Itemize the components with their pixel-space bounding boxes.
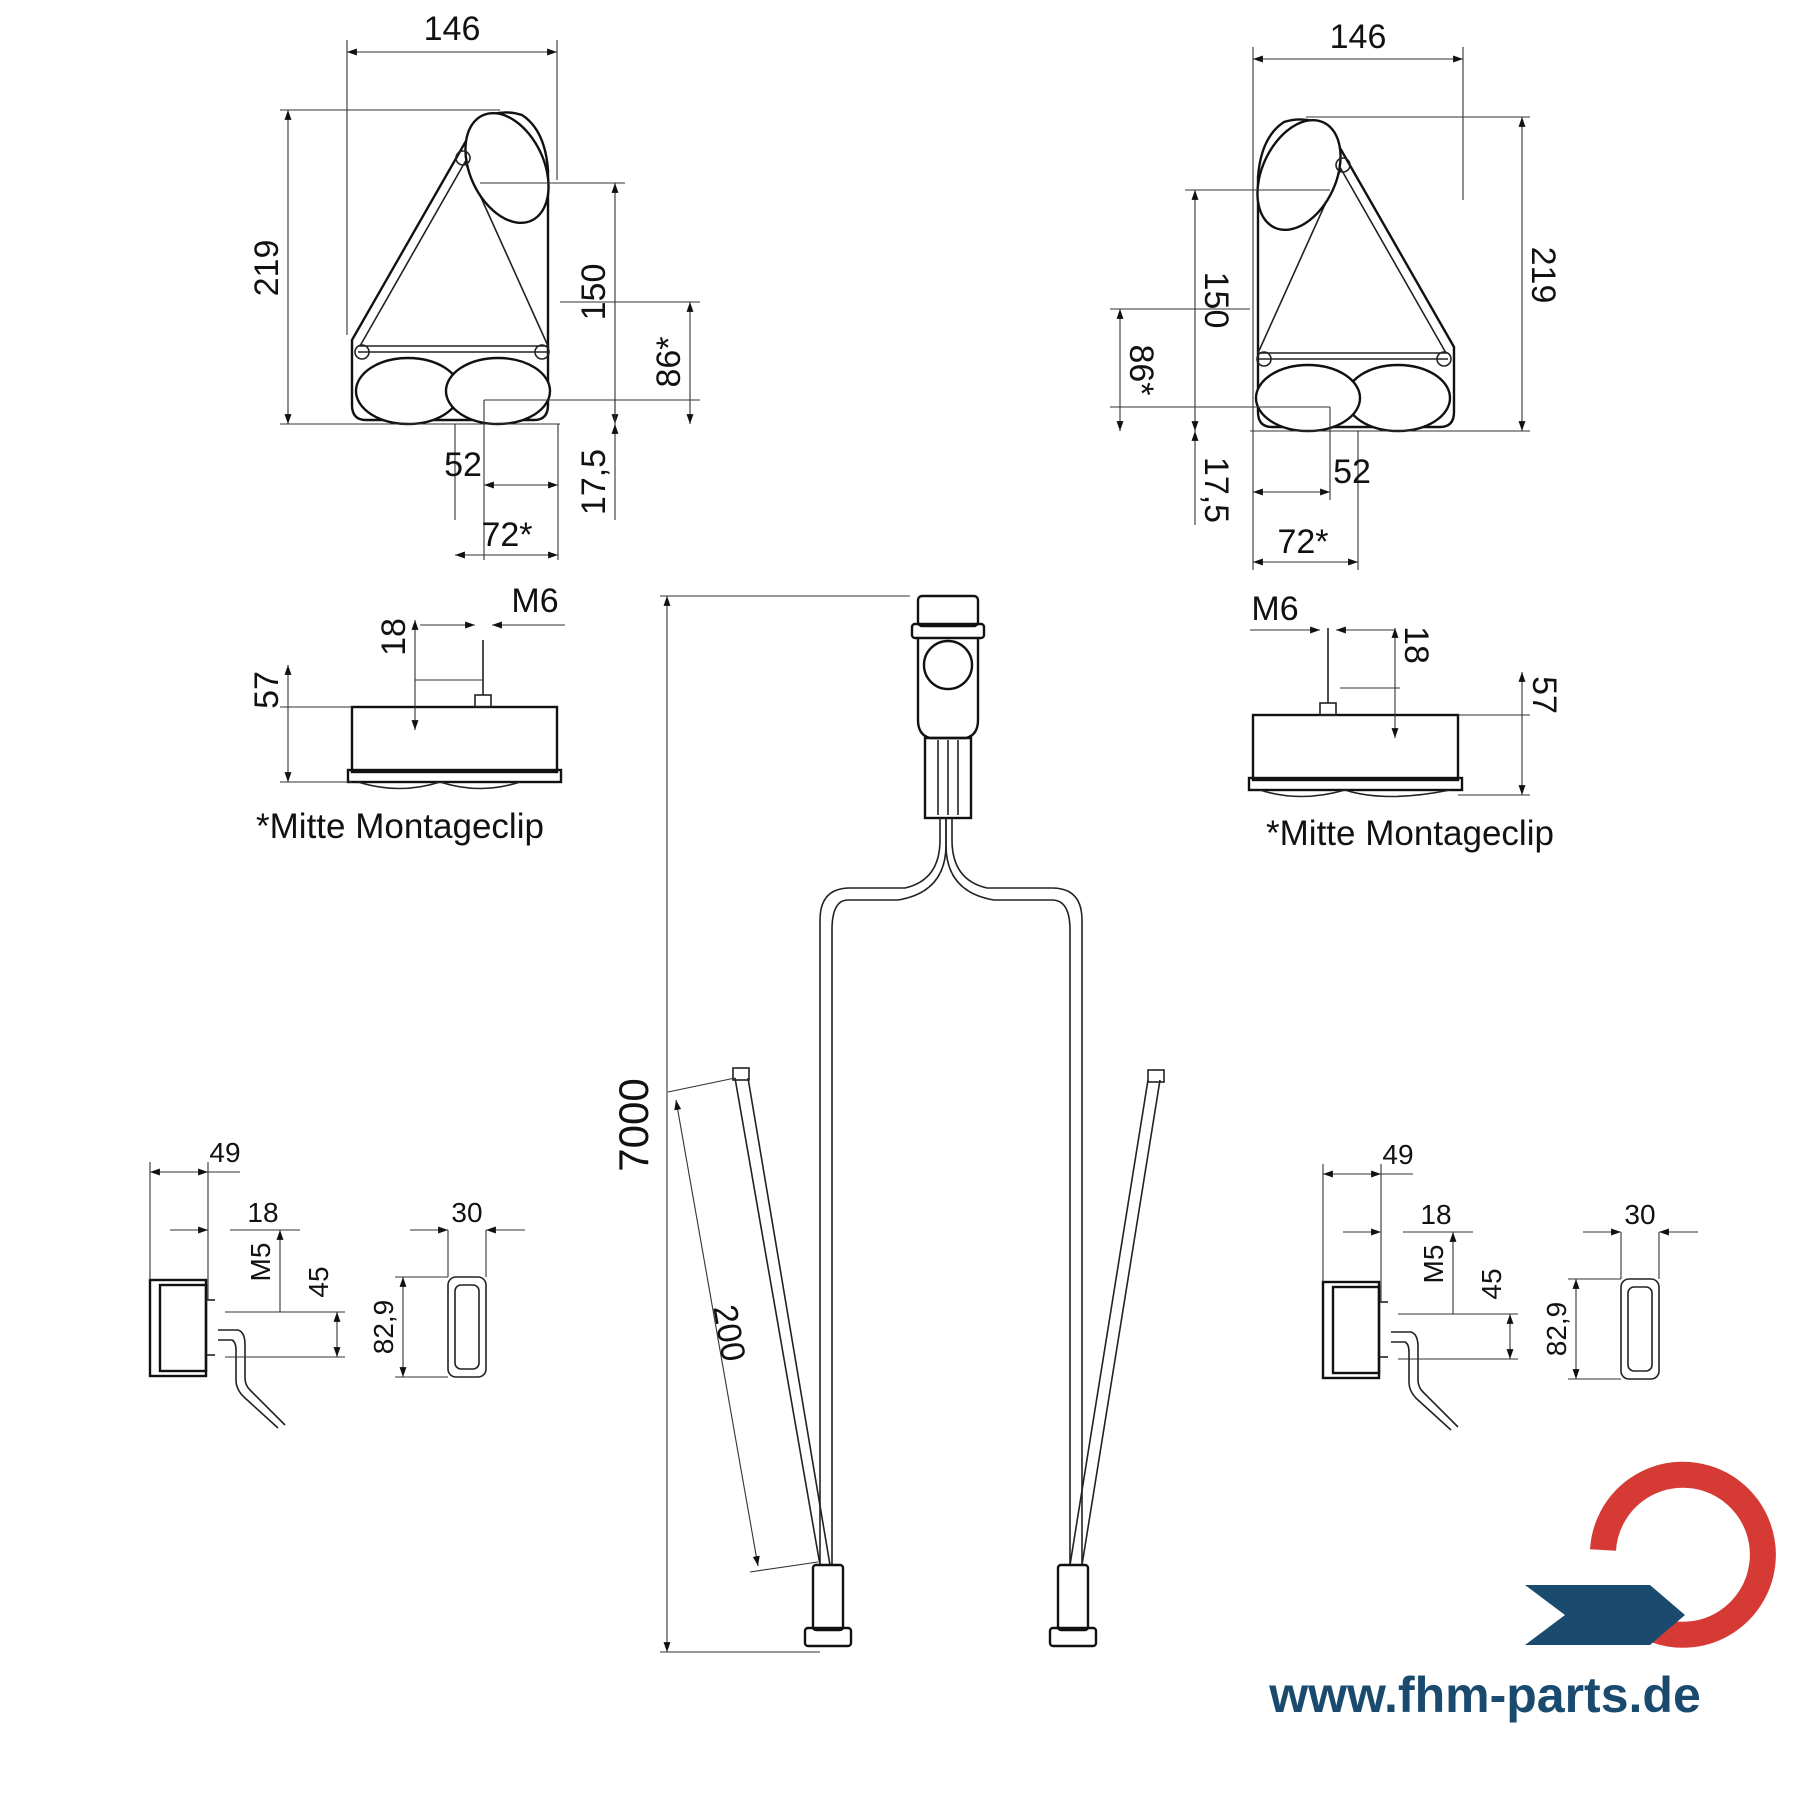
left-side-57-label: 57 <box>248 671 286 709</box>
left-marker-light <box>148 1162 525 1429</box>
left-72-label: 72* <box>481 516 532 554</box>
right-side-18-label: 18 <box>1397 626 1435 664</box>
right-side-57-label: 57 <box>1525 676 1563 714</box>
right-marker-light <box>1321 1164 1698 1431</box>
right-width-label: 146 <box>1330 18 1387 56</box>
left-side-18-label: 18 <box>375 618 413 656</box>
right-marker-18-label: 18 <box>1420 1199 1451 1230</box>
brand-logo <box>1525 1461 1776 1648</box>
right-note: *Mitte Montageclip <box>1266 814 1554 853</box>
right-marker-30-label: 30 <box>1624 1199 1655 1230</box>
cable-length-label: 7000 <box>610 1078 657 1171</box>
left-marker-30-label: 30 <box>451 1197 482 1228</box>
right-72-label: 72* <box>1277 523 1328 561</box>
right-lamp-side-view <box>1247 626 1530 798</box>
cable-harness <box>660 594 1165 1653</box>
left-lamp-front-view <box>280 40 700 560</box>
left-86-label: 86* <box>650 336 688 387</box>
left-marker-49-label: 49 <box>209 1137 240 1168</box>
right-52-label: 52 <box>1333 453 1371 491</box>
right-height-label: 219 <box>1524 247 1562 304</box>
left-note: *Mitte Montageclip <box>256 807 544 846</box>
logo-red-ring <box>1590 1461 1776 1648</box>
left-width-label: 146 <box>424 10 481 48</box>
brand-url: www.fhm-parts.de <box>1268 1667 1701 1723</box>
right-marker-49-label: 49 <box>1382 1139 1413 1170</box>
left-side-m6-label: M6 <box>511 582 558 620</box>
left-52-label: 52 <box>444 446 482 484</box>
right-86-label: 86* <box>1122 344 1160 395</box>
left-marker-m5-label: M5 <box>245 1243 276 1282</box>
right-side-m6-label: M6 <box>1251 590 1298 628</box>
left-17-label: 17,5 <box>575 449 613 515</box>
right-marker-45-label: 45 <box>1476 1268 1507 1299</box>
right-17-label: 17,5 <box>1197 457 1235 523</box>
right-marker-m5-label: M5 <box>1418 1245 1449 1284</box>
left-height-label: 219 <box>248 240 286 297</box>
right-lamp-front-view <box>1110 47 1530 570</box>
left-marker-18-label: 18 <box>247 1197 278 1228</box>
right-150-label: 150 <box>1197 272 1235 329</box>
lead-length-label: 200 <box>705 1302 752 1364</box>
left-lamp-side-view <box>280 620 565 790</box>
left-marker-829-label: 82,9 <box>368 1300 399 1355</box>
logo-blue-arrow <box>1525 1585 1685 1645</box>
right-marker-829-label: 82,9 <box>1541 1302 1572 1357</box>
left-150-label: 150 <box>575 264 613 321</box>
left-marker-45-label: 45 <box>303 1266 334 1297</box>
